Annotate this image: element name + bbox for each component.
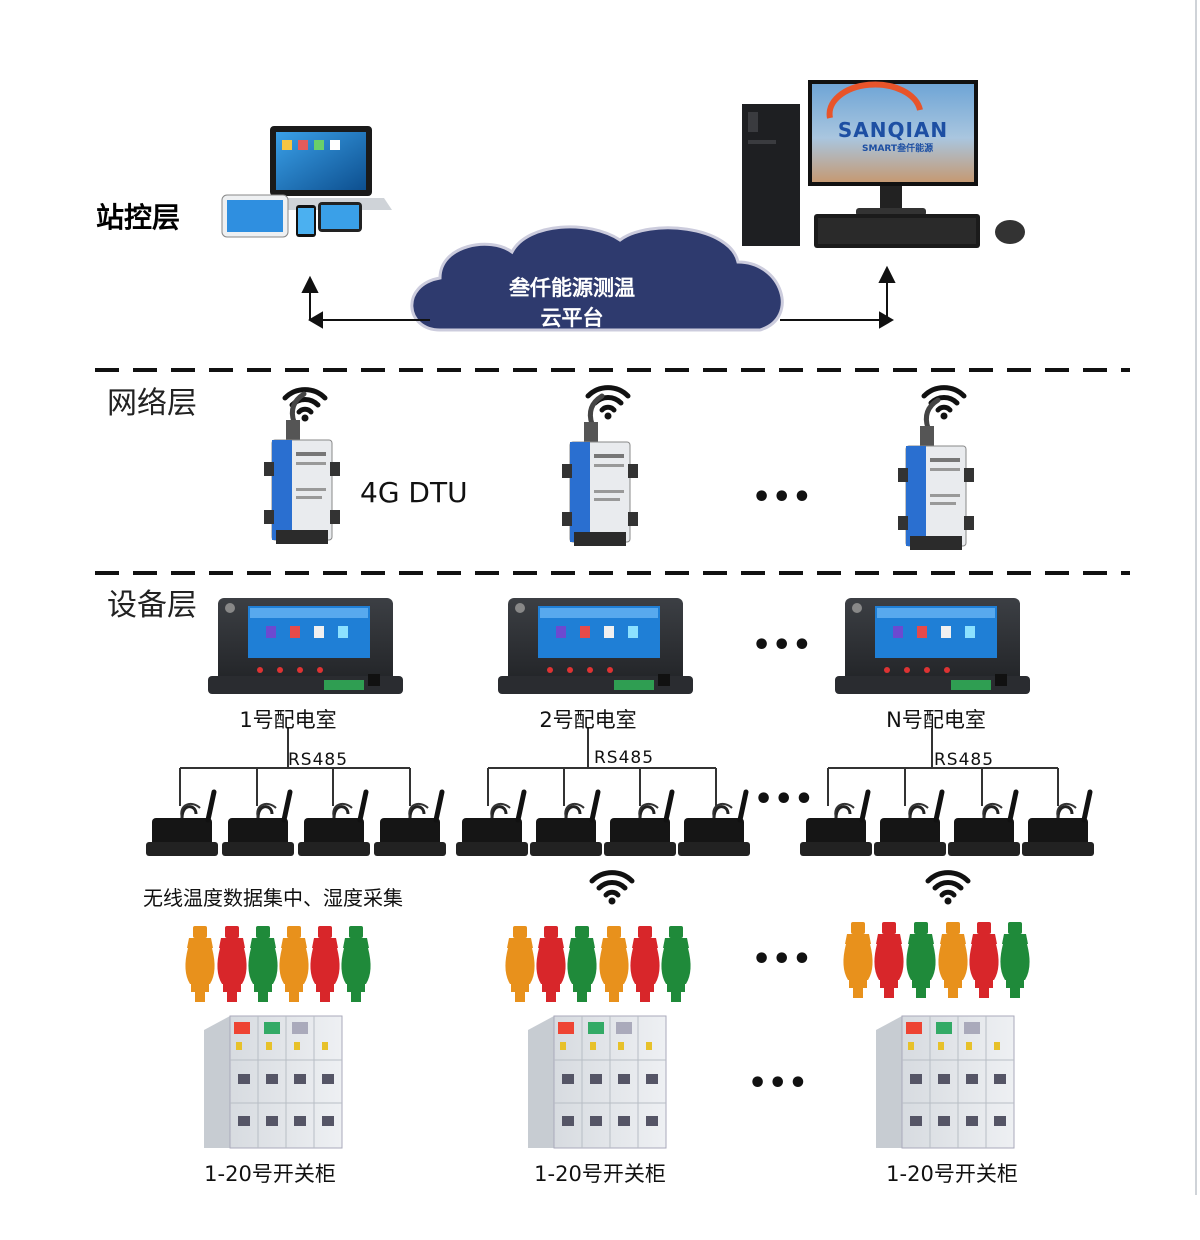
- collector-box-icon: [456, 792, 528, 856]
- ellipsis-sensors: •••: [752, 942, 813, 977]
- station-layer-label: 站控层: [96, 201, 181, 234]
- wifi-icon: [928, 873, 968, 905]
- cabinet-label-1: 1-20号开关柜: [204, 1162, 336, 1186]
- switchgear-cabinet-icon: [875, 1015, 1015, 1149]
- collector-box-icon: [530, 792, 602, 856]
- bus-label-n: RS485: [934, 750, 995, 770]
- dtu-device-icon: [898, 400, 974, 550]
- cloud-platform-title: 叁仟能源测温 云平台: [472, 273, 672, 333]
- network-layer-label: 网络层: [107, 386, 197, 421]
- rs485-bus-lines: [179, 728, 1059, 806]
- room-label-2: 2号配电室: [539, 708, 637, 732]
- bus-label-2: RS485: [594, 748, 655, 768]
- cabinet-label-2: 1-20号开关柜: [534, 1162, 666, 1186]
- cloud-title-line2: 云平台: [540, 306, 604, 330]
- wifi-icon: [592, 873, 632, 905]
- cloud-platform-shape: [410, 225, 784, 332]
- collector-box-icon: [678, 792, 750, 856]
- connection-arrows: [301, 265, 896, 329]
- temperature-sensors-group: [185, 926, 371, 1002]
- collector-box-icon: [146, 792, 218, 856]
- collector-box-icon: [948, 792, 1020, 856]
- ellipsis-cabinets: •••: [748, 1066, 809, 1101]
- collector-caption: 无线温度数据集中、湿度采集: [143, 886, 403, 910]
- dtu-label: 4G DTU: [360, 476, 468, 509]
- dtu-device-icon: [562, 396, 638, 546]
- cloud-title-line1: 叁仟能源测温: [509, 276, 635, 300]
- laptop-tablet-icon: [221, 126, 392, 238]
- monitor-brand-logo: SANQIAN: [837, 118, 949, 142]
- ellipsis-panels: •••: [752, 628, 813, 663]
- controller-panel-icon: [498, 598, 693, 694]
- desktop-pc-icon: [742, 80, 1025, 248]
- switchgear-cabinet-icon: [203, 1015, 343, 1149]
- temperature-sensors-group: [843, 922, 1030, 998]
- bus-label-1: RS485: [288, 750, 349, 770]
- ellipsis-dtu: •••: [752, 480, 813, 515]
- switchgear-cabinet-icon: [527, 1015, 667, 1149]
- room-label-n: N号配电室: [886, 708, 986, 732]
- temperature-sensors-group: [505, 926, 691, 1002]
- device-layer-label: 设备层: [107, 588, 197, 623]
- monitor-brand-sub: SMART叁仟能源: [862, 144, 934, 154]
- room-label-1: 1号配电室: [239, 708, 337, 732]
- ellipsis-collectors: •••: [754, 782, 815, 817]
- controller-panel-icon: [208, 598, 403, 694]
- controller-panel-icon: [835, 598, 1030, 694]
- cabinet-label-n: 1-20号开关柜: [886, 1162, 1018, 1186]
- collector-box-icon: [874, 792, 946, 856]
